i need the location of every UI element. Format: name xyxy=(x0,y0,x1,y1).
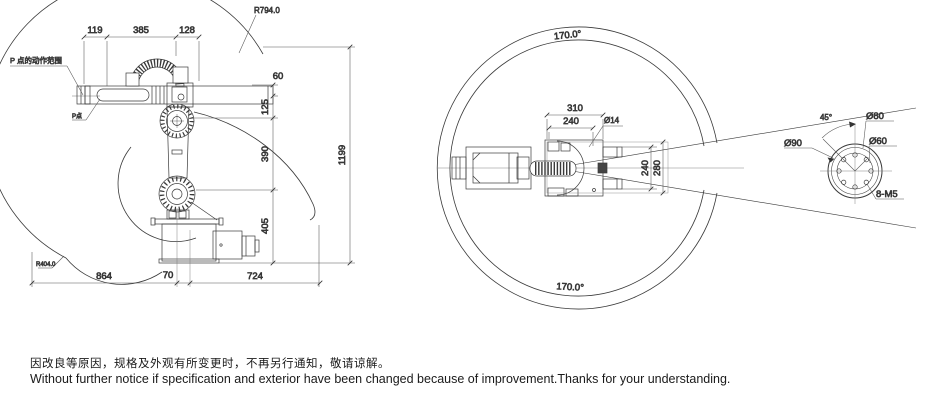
rotation-range-circles xyxy=(436,26,917,310)
side-view: 119 385 128 60 125 390 405 1199 864 70 7… xyxy=(0,0,355,287)
note-english: Without further notice if specification … xyxy=(30,372,731,386)
dim-1199: 1199 xyxy=(337,145,348,165)
dim-385: 385 xyxy=(133,25,149,36)
wrist-flange xyxy=(76,85,91,105)
dia-60-label: Ø60 xyxy=(869,136,887,147)
work-range-label: P 点的动作范围 xyxy=(10,55,62,65)
flange-detail-view: 45° Ø90 Ø80 Ø60 8-M5 xyxy=(784,111,904,204)
tool-slot xyxy=(96,88,150,102)
bolt-spec-label: 8-M5 xyxy=(876,189,898,200)
dim-405: 405 xyxy=(260,218,271,234)
angle-45-label: 45° xyxy=(820,113,832,122)
flange-centerlines xyxy=(820,124,892,204)
robot-arm-top-profile xyxy=(451,139,623,197)
dim-864: 864 xyxy=(96,271,112,282)
base-motor xyxy=(212,230,243,260)
dim-60: 60 xyxy=(273,71,284,82)
dim-125: 125 xyxy=(260,99,271,115)
robot-arm-side-profile xyxy=(72,58,274,287)
dim-128: 128 xyxy=(179,25,195,36)
elbow-joint xyxy=(159,103,195,139)
elbow-housing xyxy=(166,82,194,108)
cable-conduit-top xyxy=(529,160,577,177)
p-point-label: P点 xyxy=(72,112,82,120)
work-envelope-outline xyxy=(0,0,316,285)
dim-70: 70 xyxy=(163,270,174,281)
dim-390: 390 xyxy=(260,146,271,162)
rotation-range-bottom-label: 170.0° xyxy=(556,281,584,293)
shoulder-joint xyxy=(158,175,196,213)
note-chinese: 因改良等原因，规格及外观有所变更时，不再另行通知，敬请谅解。 xyxy=(30,356,390,370)
dia-14-label: Ø14 xyxy=(604,116,620,125)
dim-310: 310 xyxy=(567,103,583,114)
dimension-ticks xyxy=(544,112,666,196)
upper-arm-link xyxy=(166,106,190,179)
dim-119: 119 xyxy=(87,25,102,36)
dim-280-right: 280 xyxy=(652,160,663,176)
top-view-dimensions xyxy=(544,112,669,196)
dia-90-label: Ø90 xyxy=(784,138,802,149)
top-view: 310 240 Ø14 240 280 170.0° 170.0° xyxy=(436,26,917,310)
rotation-range-top-label: 170.0° xyxy=(553,29,582,43)
side-view-dimensions xyxy=(10,14,355,287)
p-point-circle xyxy=(556,140,585,196)
radius-inner-label: R404.0 xyxy=(36,262,56,268)
dimension-ticks xyxy=(29,34,353,286)
dia-80-label: Ø80 xyxy=(866,111,884,122)
dim-724: 724 xyxy=(247,271,263,282)
cable-conduit xyxy=(125,58,189,87)
base-assembly xyxy=(150,201,260,287)
radius-outer-label: R794.0 xyxy=(254,6,280,15)
dim-240-right: 240 xyxy=(640,160,651,176)
flange-annotations xyxy=(784,120,904,200)
dim-240-top: 240 xyxy=(563,116,579,127)
